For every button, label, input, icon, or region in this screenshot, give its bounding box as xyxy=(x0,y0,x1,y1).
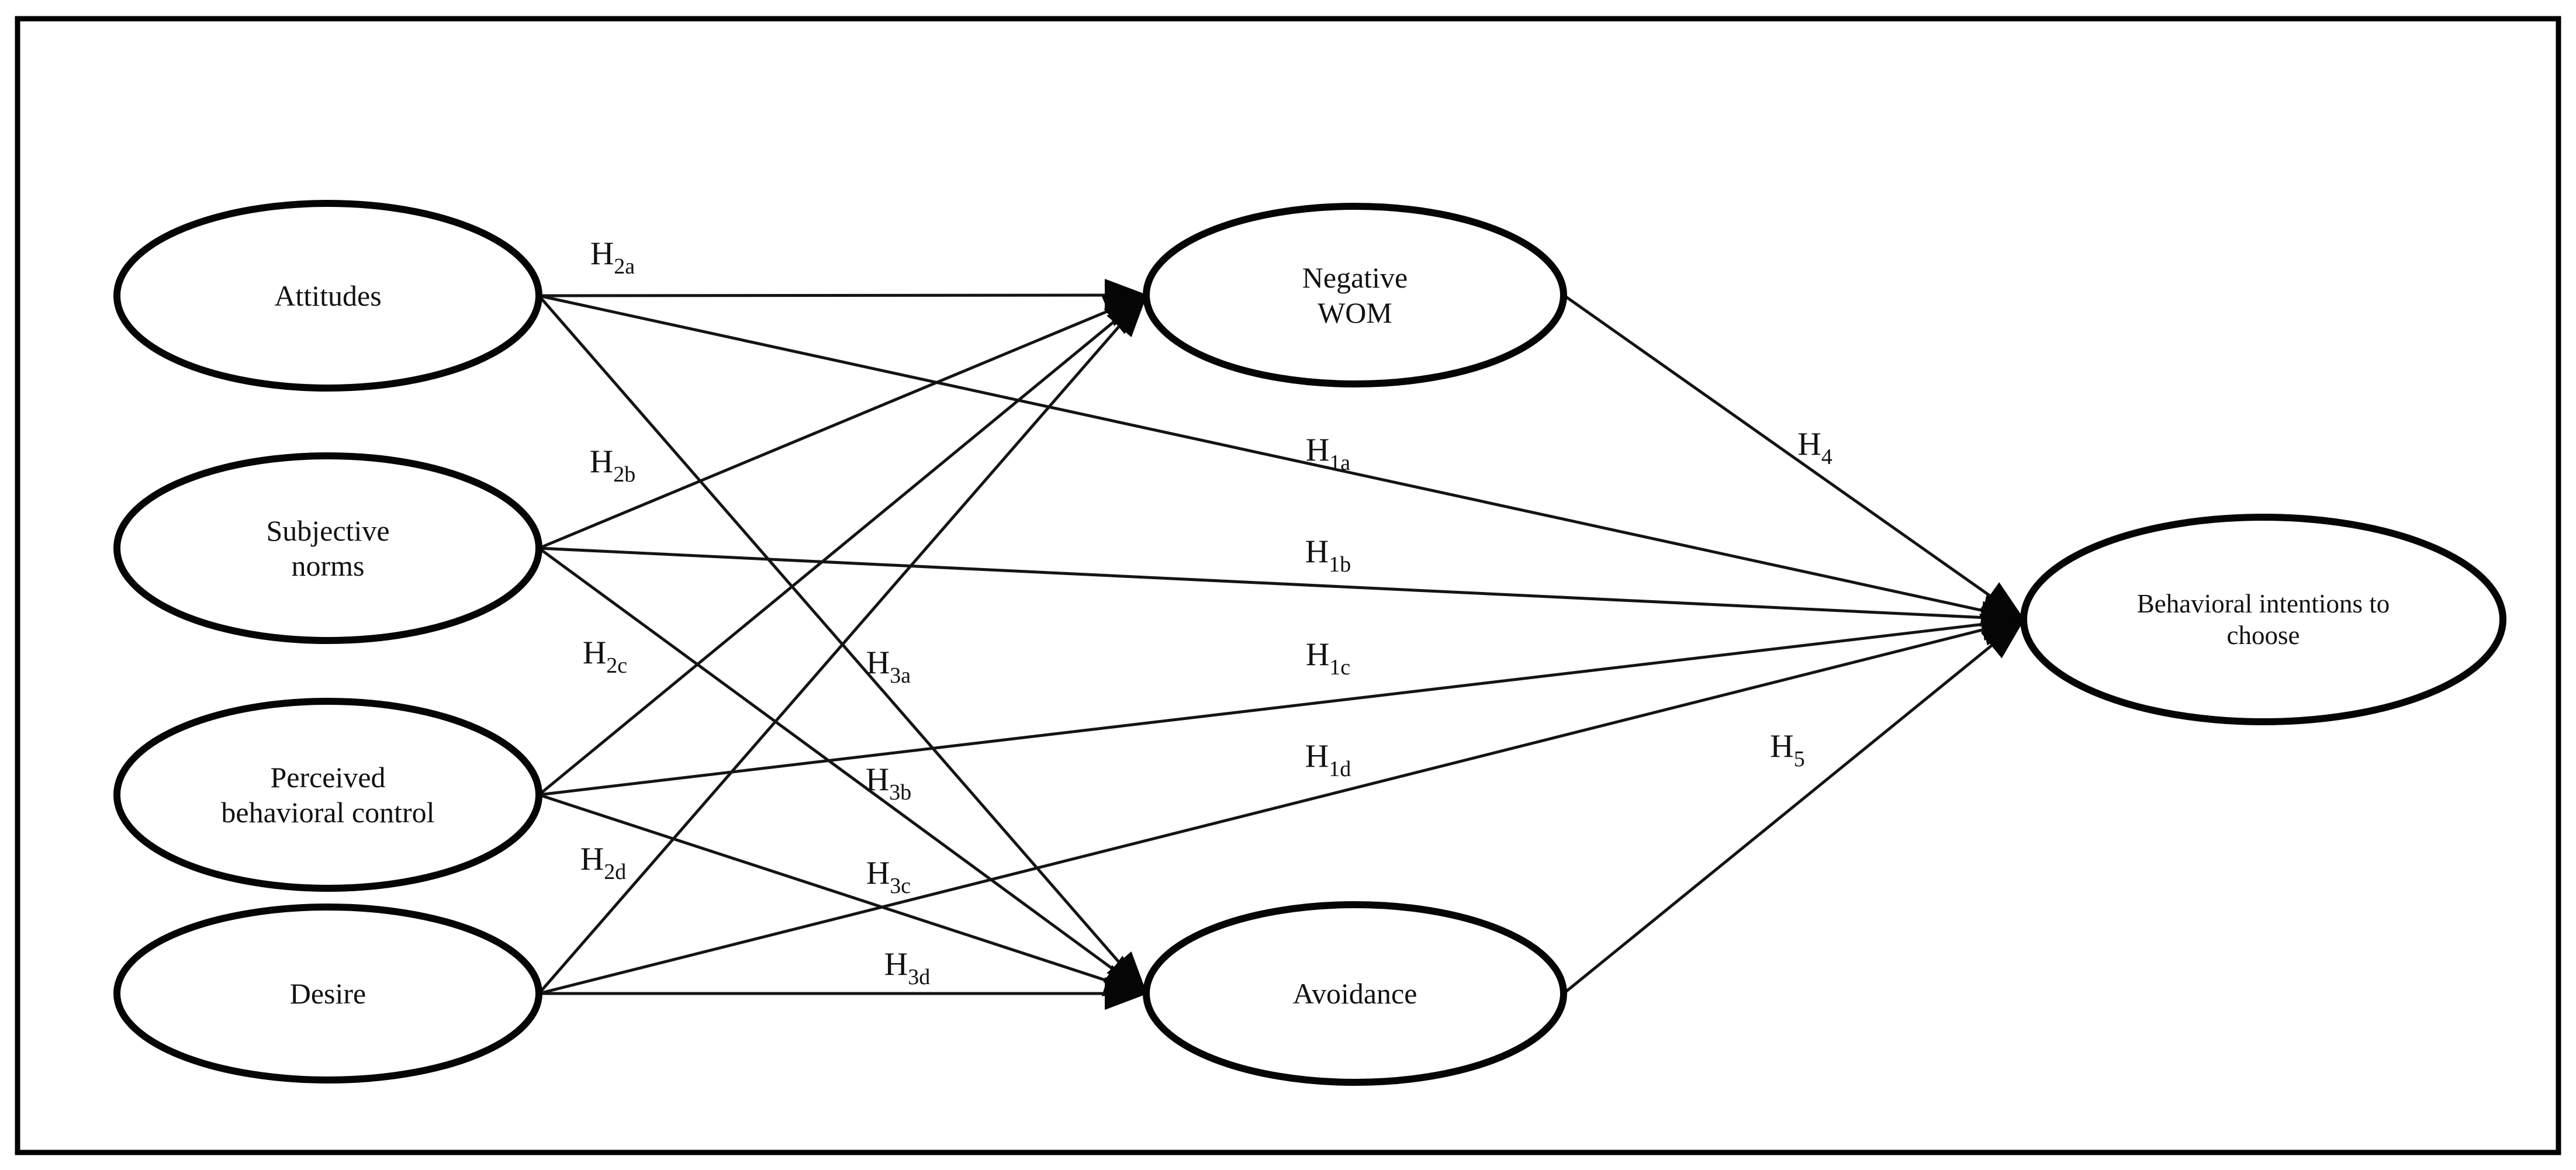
node-behavioral-intentions-ellipse xyxy=(2020,514,2506,725)
edge-H1a-arrow xyxy=(538,294,2025,627)
node-attitudes-ellipse xyxy=(113,200,542,392)
node-desire: Desire xyxy=(113,904,542,1084)
edge-H2b-arrow xyxy=(538,293,1148,550)
edge-H2c-arrow xyxy=(538,294,1148,796)
node-desire-label: Desire xyxy=(290,977,366,1010)
edge-H2a-arrow xyxy=(538,279,1148,312)
edge-label-H2c: H2c xyxy=(583,635,627,678)
node-avoidance-ellipse xyxy=(1143,901,1567,1086)
node-avoidance-label: Avoidance xyxy=(1293,977,1417,1010)
edge-label-H3d: H3d xyxy=(884,946,930,989)
edge-label-H1d: H1d xyxy=(1305,738,1351,781)
edge-H5-arrow xyxy=(1562,618,2025,995)
node-attitudes: Attitudes xyxy=(113,200,542,392)
node-avoidance: Avoidance xyxy=(1143,901,1567,1086)
node-subjective-norms-ellipse xyxy=(113,452,542,644)
edge-label-H2d: H2d xyxy=(580,841,626,884)
edges-layer xyxy=(538,279,2025,1010)
figure-frame xyxy=(15,16,2561,1155)
edge-label-H3b: H3b xyxy=(866,761,911,805)
edge-H4-arrow xyxy=(1562,293,2025,621)
edge-label-H1a: H1a xyxy=(1306,432,1350,475)
edge-H1c-arrow xyxy=(538,608,2025,797)
node-desire-ellipse xyxy=(113,904,542,1084)
edge-label-H2a: H2a xyxy=(590,236,635,279)
node-perceived-behavioral-control-ellipse xyxy=(113,698,542,892)
node-negative-wom-ellipse xyxy=(1143,203,1567,387)
edge-H3b-arrow xyxy=(538,546,1148,995)
edge-label-H2b: H2b xyxy=(590,444,635,487)
edge-label-H5: H5 xyxy=(1770,728,1804,771)
edge-H1d-arrow xyxy=(538,614,2025,995)
node-attitudes-label: Attitudes xyxy=(274,279,381,312)
edge-H3a-arrow xyxy=(538,295,1147,995)
edge-label-H3c: H3c xyxy=(866,855,911,898)
edge-H1b-arrow xyxy=(538,546,2025,634)
edge-H3c-arrow xyxy=(538,793,1148,996)
edge-label-H1c: H1c xyxy=(1306,636,1350,680)
edge-label-H1b: H1b xyxy=(1305,534,1351,577)
